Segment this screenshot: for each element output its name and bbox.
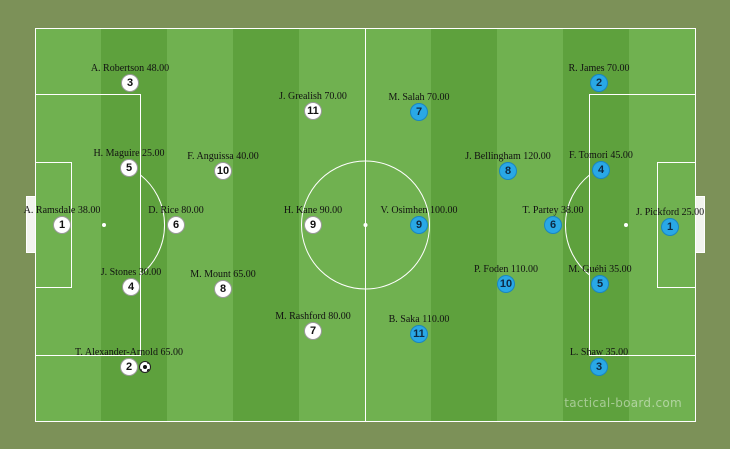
player-label: F. Anguissa 40.00 bbox=[187, 151, 259, 162]
centre-spot bbox=[363, 223, 368, 227]
player-token[interactable]: 11 bbox=[410, 325, 428, 343]
soccer-ball-icon[interactable] bbox=[139, 361, 151, 373]
player-token[interactable]: 5 bbox=[120, 159, 138, 177]
player-token[interactable]: 3 bbox=[590, 358, 608, 376]
player-label: T. Partey 38.00 bbox=[522, 205, 584, 216]
player-token[interactable]: 1 bbox=[53, 216, 71, 234]
player-token[interactable]: 3 bbox=[121, 74, 139, 92]
player-token[interactable]: 11 bbox=[304, 102, 322, 120]
player-token[interactable]: 4 bbox=[122, 278, 140, 296]
player-label: H. Kane 90.00 bbox=[283, 205, 343, 216]
player-label: L. Shaw 35.00 bbox=[569, 347, 629, 358]
player-token[interactable]: 6 bbox=[544, 216, 562, 234]
player-label: F. Tomori 45.00 bbox=[569, 150, 633, 161]
player-label: A. Robertson 48.00 bbox=[90, 63, 170, 74]
right-goal bbox=[695, 196, 705, 253]
right-penalty-spot bbox=[624, 223, 628, 227]
pitch-stripes bbox=[35, 28, 695, 422]
player-label: M. Mount 65.00 bbox=[190, 269, 256, 280]
player-token[interactable]: 9 bbox=[410, 216, 428, 234]
watermark: tactical-board.com bbox=[564, 396, 682, 410]
player-label: A. Ramsdale 38.00 bbox=[23, 205, 101, 216]
left-penalty-arc bbox=[140, 174, 166, 276]
right-penalty-arc bbox=[564, 174, 590, 276]
centre-circle bbox=[301, 160, 430, 290]
player-label: M. Guéhi 35.00 bbox=[568, 264, 632, 275]
player-token[interactable]: 2 bbox=[590, 74, 608, 92]
left-goal bbox=[26, 196, 36, 253]
player-label: V. Osimhen 100.00 bbox=[380, 205, 458, 216]
player-label: T. Alexander-Arnold 65.00 bbox=[75, 347, 183, 358]
player-token[interactable]: 10 bbox=[214, 162, 232, 180]
player-token[interactable]: 10 bbox=[497, 275, 515, 293]
player-token[interactable]: 8 bbox=[499, 162, 517, 180]
player-label: J. Stones 30.00 bbox=[100, 267, 162, 278]
player-token[interactable]: 5 bbox=[591, 275, 609, 293]
player-token[interactable]: 7 bbox=[304, 322, 322, 340]
player-label: M. Salah 70.00 bbox=[388, 92, 450, 103]
player-label: P. Foden 110.00 bbox=[473, 264, 539, 275]
player-token[interactable]: 2 bbox=[120, 358, 138, 376]
player-token[interactable]: 9 bbox=[304, 216, 322, 234]
player-label: J. Bellingham 120.00 bbox=[465, 151, 551, 162]
player-label: J. Grealish 70.00 bbox=[279, 91, 347, 102]
left-penalty-spot bbox=[102, 223, 106, 227]
player-token[interactable]: 1 bbox=[661, 218, 679, 236]
player-label: R. James 70.00 bbox=[568, 63, 630, 74]
player-token[interactable]: 6 bbox=[167, 216, 185, 234]
player-label: M. Rashford 80.00 bbox=[275, 311, 351, 322]
pitch-markings bbox=[26, 28, 705, 422]
player-label: H. Maguire 25.00 bbox=[93, 148, 165, 159]
player-token[interactable]: 4 bbox=[592, 161, 610, 179]
player-label: J. Pickford 25.00 bbox=[635, 207, 705, 218]
player-label: D. Rice 80.00 bbox=[148, 205, 204, 216]
player-label: B. Saka 110.00 bbox=[388, 314, 450, 325]
player-token[interactable]: 8 bbox=[214, 280, 232, 298]
player-token[interactable]: 7 bbox=[410, 103, 428, 121]
